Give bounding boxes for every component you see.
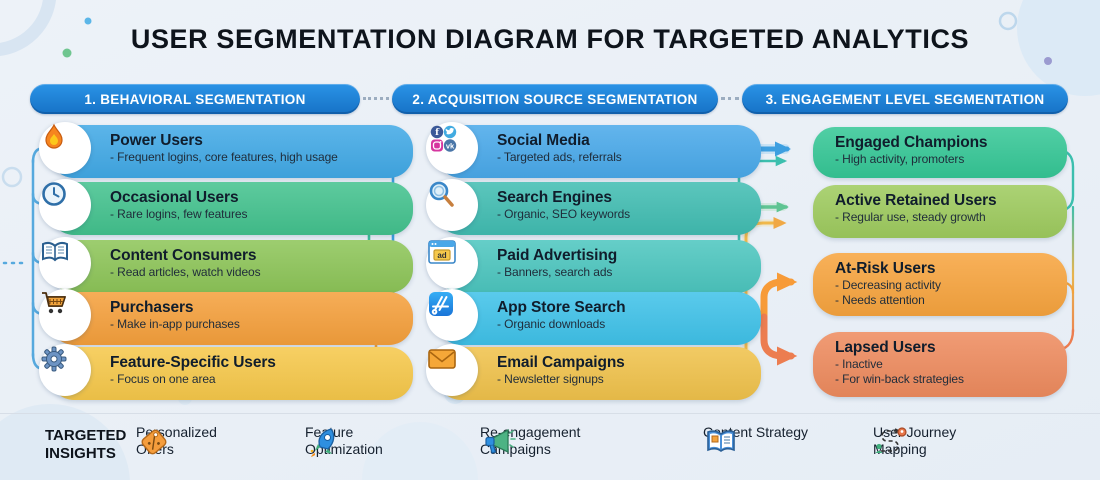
price-tag-icon [141, 429, 167, 455]
page-title: USER SEGMENTATION DIAGRAM FOR TARGETED A… [130, 24, 970, 54]
source-desc: - Targeted ads, referrals [497, 149, 622, 164]
segment-feature-specific-users: Feature-Specific Users - Focus on one ar… [50, 347, 413, 400]
source-search-engines: Search Engines - Organic, SEO keywords [437, 182, 761, 235]
arrow-split-to-lapsed [760, 313, 798, 366]
insight-user-journey-mapping: User Journey Mapping [873, 424, 985, 457]
insight-reengagement-campaigns: Re-engagement Campaigns [480, 424, 592, 457]
source-title: Email Campaigns [497, 354, 625, 371]
source-title: Search Engines [497, 189, 612, 206]
level-desc: - Inactive [835, 356, 883, 371]
header-behavioral-segmentation: 1. BEHAVIORAL SEGMENTATION [30, 84, 360, 114]
ad-window-icon: ad [426, 237, 478, 289]
cart-icon [39, 289, 91, 341]
segment-title: Occasional Users [110, 189, 239, 206]
segment-desc: - Rare logins, few features [110, 206, 248, 221]
divider-line [0, 413, 1100, 414]
level-desc: - Needs attention [835, 292, 925, 307]
level-lapsed-users: Lapsed Users - Inactive - For win-back s… [813, 332, 1067, 397]
svg-text:vk: vk [446, 141, 455, 150]
level-desc: - High activity, promoters [835, 151, 965, 166]
source-paid-advertising: Paid Advertising - Banners, search ads [437, 240, 761, 293]
pill-dotted-connector [721, 97, 739, 100]
rocket-icon [310, 428, 335, 457]
source-desc: - Newsletter signups [497, 371, 604, 386]
app-store-icon [426, 289, 478, 341]
open-book-icon [39, 237, 91, 289]
segment-desc: - Frequent logins, core features, high u… [110, 149, 338, 164]
source-title: Paid Advertising [497, 247, 618, 264]
level-desc: - Regular use, steady growth [835, 209, 986, 224]
segment-title: Content Consumers [110, 247, 257, 264]
source-desc: - Organic, SEO keywords [497, 206, 631, 221]
segment-title: Feature-Specific Users [110, 354, 276, 371]
segment-title: Power Users [110, 132, 203, 149]
svg-text:f: f [435, 128, 440, 138]
source-social-media: Social Media - Targeted ads, referrals [437, 125, 761, 178]
clock-icon [39, 179, 91, 231]
source-title: Social Media [497, 132, 590, 149]
level-title: Active Retained Users [835, 192, 997, 209]
level-title: At-Risk Users [835, 260, 936, 277]
social-networks-icon: f vk [426, 122, 478, 174]
segment-power-users: Power Users - Frequent logins, core feat… [50, 125, 413, 178]
envelope-icon [426, 344, 478, 396]
level-engaged-champions: Engaged Champions - High activity, promo… [813, 127, 1067, 178]
segment-occasional-users: Occasional Users - Rare logins, few feat… [50, 182, 413, 235]
source-desc: - Banners, search ads [497, 264, 613, 279]
journey-map-icon [875, 427, 907, 453]
insight-content-strategy: Content Strategy [703, 424, 815, 452]
arrow-engaged-to-active-feedback [1036, 148, 1075, 216]
insights-label: TARGETED INSIGHTS [45, 427, 127, 462]
source-app-store-search: App Store Search - Organic downloads [437, 292, 761, 345]
source-email-campaigns: Email Campaigns - Newsletter signups [437, 347, 761, 400]
segment-desc: - Read articles, watch videos [110, 264, 261, 279]
fire-icon [39, 122, 91, 174]
pill-dotted-connector [363, 97, 389, 100]
level-active-retained-users: Active Retained Users - Regular use, ste… [813, 185, 1067, 238]
magnifier-icon [426, 179, 478, 231]
level-title: Engaged Champions [835, 134, 988, 151]
insight-label: User Journey Mapping [873, 424, 957, 457]
segment-content-consumers: Content Consumers - Read articles, watch… [50, 240, 413, 293]
level-desc: - Decreasing activity [835, 277, 941, 292]
segment-title: Purchasers [110, 299, 194, 316]
segment-desc: - Focus on one area [110, 371, 216, 386]
source-desc: - Organic downloads [497, 316, 606, 331]
insight-personalized-offers: Personalized Offers [136, 424, 248, 457]
level-title: Lapsed Users [835, 339, 936, 356]
header-engagement-segmentation: 3. ENGAGEMENT LEVEL SEGMENTATION [742, 84, 1068, 114]
svg-text:ad: ad [437, 251, 446, 260]
insight-feature-optimization: Feature Optimization [305, 424, 417, 457]
source-title: App Store Search [497, 299, 626, 316]
behavioral-tree-lines [2, 146, 46, 371]
level-desc: - For win-back strategies [835, 371, 964, 386]
segment-desc: - Make in-app purchases [110, 316, 240, 331]
book-icon [707, 430, 735, 452]
gear-icon [39, 344, 91, 396]
header-acquisition-segmentation: 2. ACQUISITION SOURCE SEGMENTATION [392, 84, 718, 114]
arrow-split-to-atrisk [760, 272, 798, 325]
megaphone-icon [485, 428, 516, 454]
line-atrisk-join [1036, 280, 1075, 295]
level-at-risk-users: At-Risk Users - Decreasing activity - Ne… [813, 253, 1067, 316]
segment-purchasers: Purchasers - Make in-app purchases [50, 292, 413, 345]
